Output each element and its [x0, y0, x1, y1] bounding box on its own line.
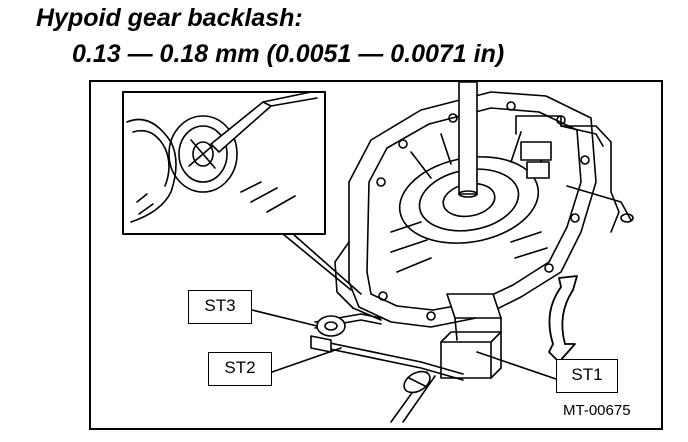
callout-st3: ST3 [188, 290, 252, 324]
st3-leader [251, 309, 318, 327]
st1-leader [476, 351, 557, 380]
figure-code: MT-00675 [563, 402, 631, 419]
page-title: Hypoid gear backlash: [36, 4, 303, 32]
vertical-shaft [458, 82, 478, 195]
illustration-frame [89, 80, 663, 430]
magnified-detail-inset [122, 91, 326, 235]
st2-leader [271, 347, 342, 373]
backlash-specification: 0.13 — 0.18 mm (0.0051 — 0.0071 in) [72, 40, 505, 68]
inset-leader-upper [282, 233, 352, 291]
callout-st1: ST1 [556, 359, 618, 393]
callout-st2: ST2 [208, 352, 272, 386]
rotation-arrow [548, 275, 578, 363]
st2-rod [324, 341, 464, 375]
transmission-case-drawing [122, 82, 634, 423]
case-outline [348, 91, 597, 328]
inset-leader-lower [292, 233, 362, 295]
